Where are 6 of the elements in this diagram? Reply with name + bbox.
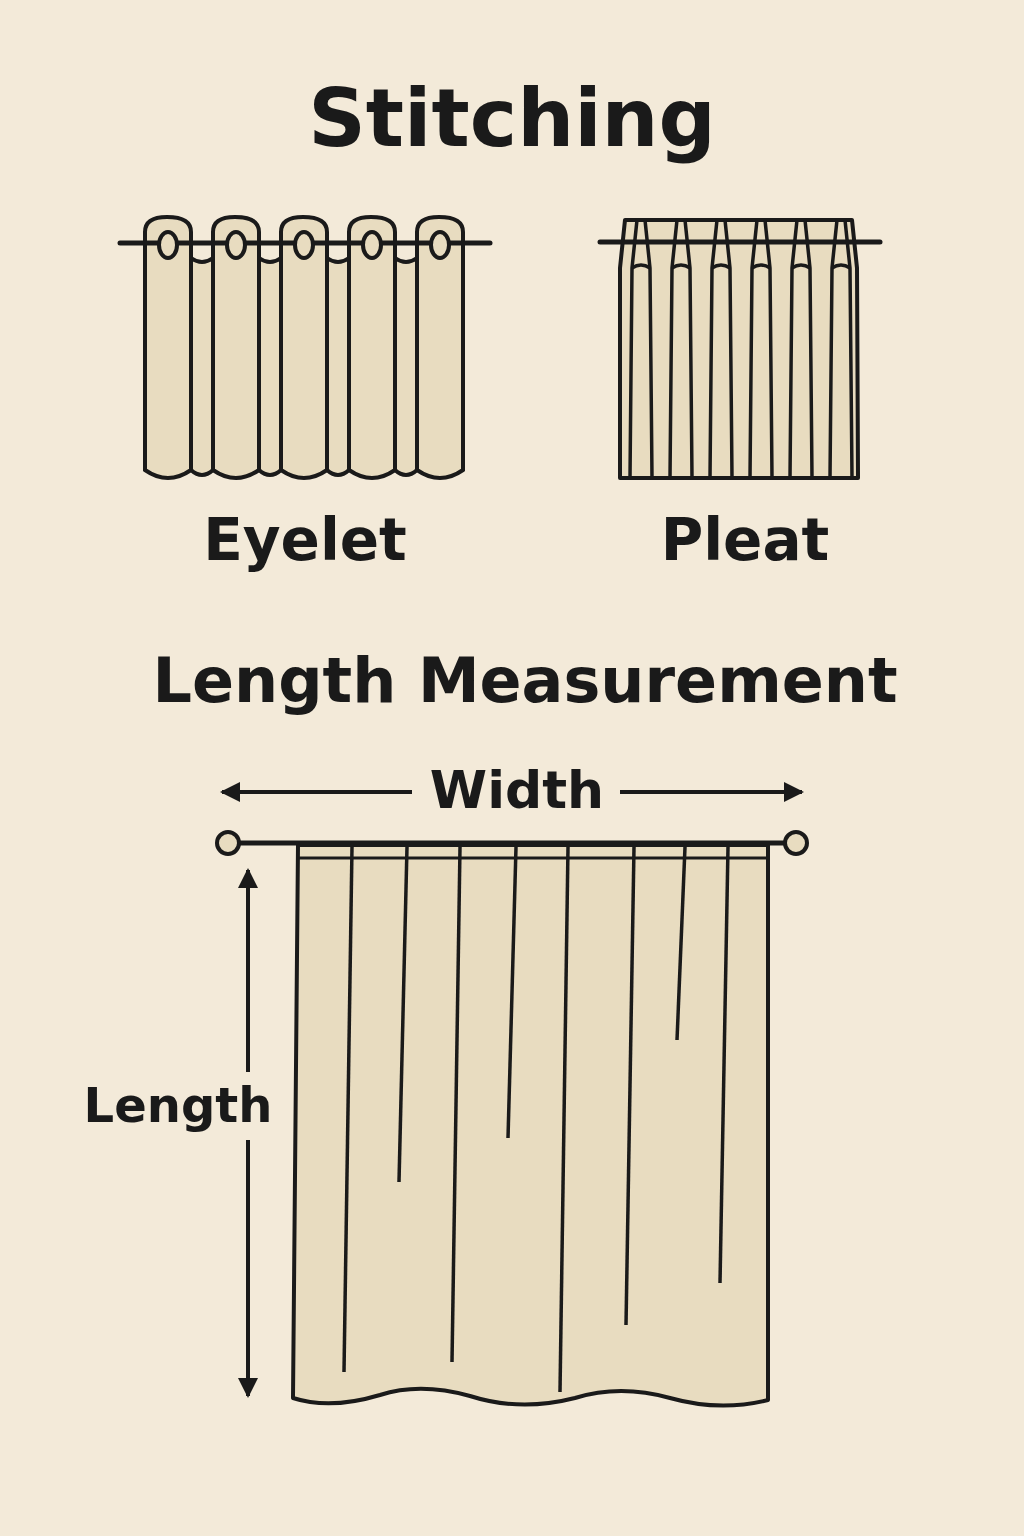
dimension-label: Width: [429, 760, 605, 820]
curtain-style-label: Eyelet: [203, 506, 407, 574]
section-heading: Length Measurement: [152, 643, 898, 717]
title: Stitching: [308, 71, 716, 165]
dimension-label: Length: [83, 1077, 273, 1133]
curtain-style-label: Pleat: [660, 506, 830, 574]
